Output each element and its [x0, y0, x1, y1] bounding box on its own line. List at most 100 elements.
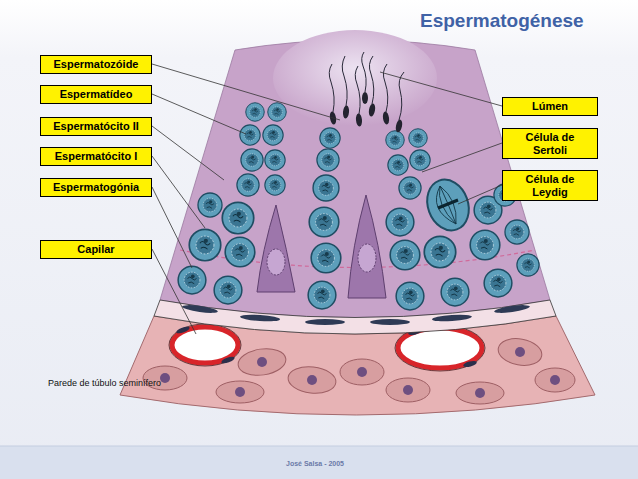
myoid-cell: [182, 304, 218, 315]
sperm-tail: [342, 56, 347, 106]
spermatid: [265, 150, 285, 170]
sperm-head: [382, 111, 390, 125]
leader-line: [380, 72, 502, 106]
spermatocyte-one: [424, 236, 455, 267]
myoid-cell: [432, 314, 472, 323]
lumen-area: [273, 30, 437, 126]
label-box: Espermatogónia: [40, 178, 152, 197]
leydig-cell: [496, 335, 544, 368]
label-text: Espermatócito I: [55, 150, 138, 163]
spermatid: [320, 128, 340, 148]
spermatid: [240, 125, 260, 145]
nucleus: [357, 367, 367, 377]
sperm-head: [368, 103, 376, 117]
spermatocyte-one: [470, 230, 500, 260]
spermatogonium: [308, 281, 336, 309]
myoid-cell: [305, 319, 345, 325]
spermatid: [386, 131, 405, 150]
leader-line: [152, 64, 340, 120]
sertoli-cell: [257, 205, 295, 292]
label-box: Célula de Leydig: [502, 170, 598, 201]
sertoli-cell: [348, 195, 386, 298]
nucleus: [515, 347, 525, 357]
label-text: Célula de Sertoli: [509, 131, 591, 157]
spermatocyte-one: [309, 207, 339, 237]
myoid-cell: [494, 304, 530, 315]
nucleus: [550, 375, 560, 385]
sperm-tail: [362, 52, 366, 92]
leydig-cell: [287, 365, 337, 396]
leydig-cell: [535, 368, 575, 392]
nucleus: [475, 388, 485, 398]
spermatocyte-one: [189, 229, 220, 260]
nucleus: [463, 360, 478, 368]
spermatocyte-two: [313, 175, 339, 201]
leader-line: [152, 126, 224, 180]
sperm-tail: [369, 56, 373, 104]
spermatocyte-two: [386, 208, 414, 236]
spermatogonium: [441, 278, 469, 306]
label-text: Célula de Leydig: [509, 173, 591, 199]
spermatid: [241, 149, 263, 171]
label-text: Espermatócito II: [53, 120, 139, 133]
label-box: Espermatócito I: [40, 147, 152, 166]
label-box: Capilar: [40, 240, 152, 259]
label-text: Capilar: [77, 243, 114, 256]
spermatogonium: [484, 269, 512, 297]
sperm-heads: [329, 92, 403, 133]
nucleus: [176, 325, 191, 334]
spermatid: [317, 149, 339, 171]
footer-band: [0, 446, 638, 479]
leader-line: [152, 94, 246, 134]
nucleus: [160, 373, 170, 383]
leydig-cell: [456, 382, 504, 404]
label-text: Espermatozóide: [54, 58, 139, 71]
spermatogonium: [214, 276, 242, 304]
leader-line: [152, 187, 192, 268]
basement-membrane: [154, 300, 556, 334]
sperm-tail: [355, 66, 360, 114]
credit-text: José Salsa - 2005: [286, 460, 344, 467]
leydig-cell: [216, 381, 264, 403]
leader-line: [422, 143, 502, 172]
spermatocyte-one: [390, 240, 420, 270]
leydig-cell: [340, 359, 384, 385]
sertoli-nucleus: [267, 249, 285, 275]
sperm-head: [395, 119, 404, 133]
spermatocyte-one: [225, 237, 255, 267]
spermatid: [388, 155, 408, 175]
spermatocyte-one: [222, 202, 253, 233]
spermatocyte-one: [505, 220, 529, 244]
myoid-cell: [240, 314, 280, 323]
nucleus: [221, 355, 236, 364]
label-box: Espermatozóide: [40, 55, 152, 74]
spermatogonium: [396, 282, 424, 310]
leader-line: [458, 185, 502, 204]
mitotic-spindle: [436, 186, 458, 224]
nucleus: [257, 357, 267, 367]
label-box: Célula de Sertoli: [502, 128, 598, 159]
sertoli-nucleus: [358, 244, 376, 272]
leader-line: [152, 156, 205, 228]
label-text: Espermatídeo: [60, 88, 133, 101]
spermatogonium: [178, 266, 206, 294]
leydig-cell: [386, 378, 430, 402]
sperm-head: [355, 113, 362, 126]
germ-cells: [178, 103, 539, 310]
label-box: Lúmen: [502, 97, 598, 116]
leader-line: [152, 249, 196, 334]
spermatid: [409, 129, 428, 148]
spermatid: [246, 103, 265, 122]
spermatid: [410, 150, 430, 170]
sperm-tails: [329, 52, 404, 120]
spermatocyte-two: [198, 193, 222, 217]
capillary: [398, 328, 482, 368]
chromosomes: [438, 200, 458, 208]
sperm-head: [342, 105, 349, 118]
spermatid: [399, 177, 421, 199]
spermatogonium: [517, 254, 539, 276]
leader-lines: [152, 64, 502, 334]
sperm-head: [362, 92, 368, 104]
spermatid: [265, 175, 285, 195]
